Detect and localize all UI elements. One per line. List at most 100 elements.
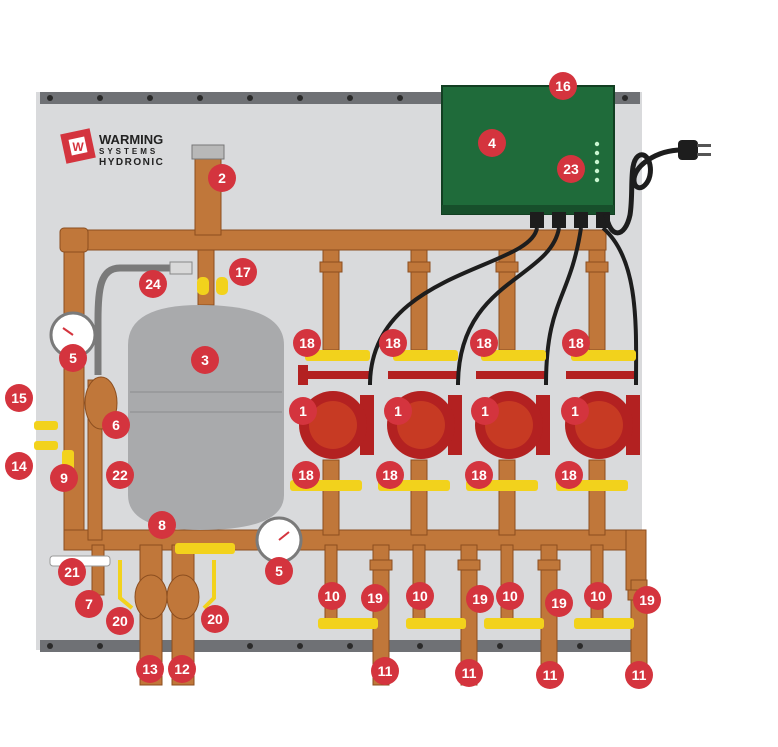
badge-10-b: 10 (406, 582, 434, 610)
badge-18-f: 18 (376, 461, 404, 489)
power-cord (603, 140, 711, 236)
badge-24: 24 (139, 270, 167, 298)
badge-2-text: 2 (218, 170, 226, 186)
badge-11-a: 11 (371, 657, 399, 685)
badge-19-c: 19 (545, 589, 573, 617)
badge-20-left-text: 20 (112, 613, 128, 629)
logo-line-3: HYDRONIC (99, 157, 164, 168)
badge-19-b-text: 19 (472, 591, 488, 607)
badge-18-g: 18 (465, 461, 493, 489)
badge-10-c: 10 (496, 582, 524, 610)
pump-cables (368, 226, 639, 386)
badge-20-left: 20 (106, 607, 134, 635)
badge-10-d: 10 (584, 582, 612, 610)
badge-10-b-text: 10 (412, 588, 428, 604)
badge-18-f-text: 18 (382, 467, 398, 483)
badge-18-c-text: 18 (476, 335, 492, 351)
badge-4: 4 (478, 129, 506, 157)
unions-20 (134, 574, 200, 620)
badge-1-b: 1 (384, 397, 412, 425)
badge-17-text: 17 (235, 264, 251, 280)
badge-24-text: 24 (145, 276, 161, 292)
badge-18-b-text: 18 (385, 335, 401, 351)
logo-line-1: WARMING (99, 132, 163, 147)
badge-18-c: 18 (470, 329, 498, 357)
badge-4-text: 4 (488, 135, 496, 151)
badge-18-e-text: 18 (298, 467, 314, 483)
badge-10-c-text: 10 (502, 588, 518, 604)
badge-21: 21 (58, 558, 86, 586)
badge-21-text: 21 (64, 564, 80, 580)
badge-19-a-text: 19 (367, 590, 383, 606)
pressure-gauge-bottom (255, 516, 303, 564)
power-plug-icon (678, 140, 711, 160)
badge-2: 2 (208, 164, 236, 192)
badge-18-e: 18 (292, 461, 320, 489)
circulator-pumps (298, 365, 640, 459)
company-logo: W WARMING SYSTEMS HYDRONIC (60, 128, 164, 168)
badge-11-b-text: 11 (462, 665, 477, 681)
logo-line-2: SYSTEMS (99, 147, 158, 156)
badge-11-d: 11 (625, 661, 653, 689)
badge-11-d-text: 11 (632, 667, 647, 683)
valve-handles (34, 277, 636, 629)
logo-mark-letter: W (72, 140, 84, 154)
badge-19-a: 19 (361, 584, 389, 612)
badge-1-a-text: 1 (299, 403, 307, 419)
badge-7: 7 (75, 590, 103, 618)
badge-5-bottom: 5 (265, 557, 293, 585)
badge-5-left-text: 5 (69, 350, 77, 366)
badge-1-c: 1 (471, 397, 499, 425)
status-lights (594, 141, 600, 183)
badge-17: 17 (229, 258, 257, 286)
badge-11-c-text: 11 (543, 667, 558, 683)
badge-1-a: 1 (289, 397, 317, 425)
badge-6: 6 (102, 411, 130, 439)
badge-11-b: 11 (455, 659, 483, 687)
badge-1-d-text: 1 (571, 403, 579, 419)
badge-23: 23 (557, 155, 585, 183)
badge-16: 16 (549, 72, 577, 100)
badge-8: 8 (148, 511, 176, 539)
badge-13: 13 (136, 655, 164, 683)
badge-18-b: 18 (379, 329, 407, 357)
badge-10-a-text: 10 (324, 588, 340, 604)
badge-7-text: 7 (85, 596, 93, 612)
badge-18-a: 18 (293, 329, 321, 357)
expansion-tank (128, 305, 284, 530)
callout-badges: 2 3 4 16 23 24 17 5 15 14 6 9 22 8 5 21 … (5, 72, 661, 689)
badge-5-left: 5 (59, 344, 87, 372)
badge-9-text: 9 (60, 470, 68, 486)
badge-12: 12 (168, 655, 196, 683)
badge-18-h: 18 (555, 461, 583, 489)
badge-1-d: 1 (561, 397, 589, 425)
badge-19-d-text: 19 (639, 592, 655, 608)
logo-mark-icon: W (60, 128, 96, 164)
badge-1-b-text: 1 (394, 403, 402, 419)
badge-18-d-text: 18 (568, 335, 584, 351)
badge-11-c: 11 (536, 661, 564, 689)
badge-15-text: 15 (11, 390, 27, 406)
badge-19-c-text: 19 (551, 595, 567, 611)
badge-20-right: 20 (201, 605, 229, 633)
badge-10-d-text: 10 (590, 588, 606, 604)
badge-22: 22 (106, 461, 134, 489)
badge-23-text: 23 (563, 161, 579, 177)
badge-12-text: 12 (174, 661, 190, 677)
badge-14: 14 (5, 452, 33, 480)
badge-3-text: 3 (201, 352, 209, 368)
badge-13-text: 13 (142, 661, 158, 677)
badge-1-c-text: 1 (481, 403, 489, 419)
badge-3: 3 (191, 346, 219, 374)
badge-5-bottom-text: 5 (275, 563, 283, 579)
badge-14-text: 14 (11, 458, 27, 474)
badge-18-a-text: 18 (299, 335, 315, 351)
badge-18-g-text: 18 (471, 467, 487, 483)
badge-15: 15 (5, 384, 33, 412)
flex-hose (94, 261, 193, 375)
badge-9: 9 (50, 464, 78, 492)
badge-6-text: 6 (112, 417, 120, 433)
badge-19-d: 19 (633, 586, 661, 614)
badge-19-b: 19 (466, 585, 494, 613)
